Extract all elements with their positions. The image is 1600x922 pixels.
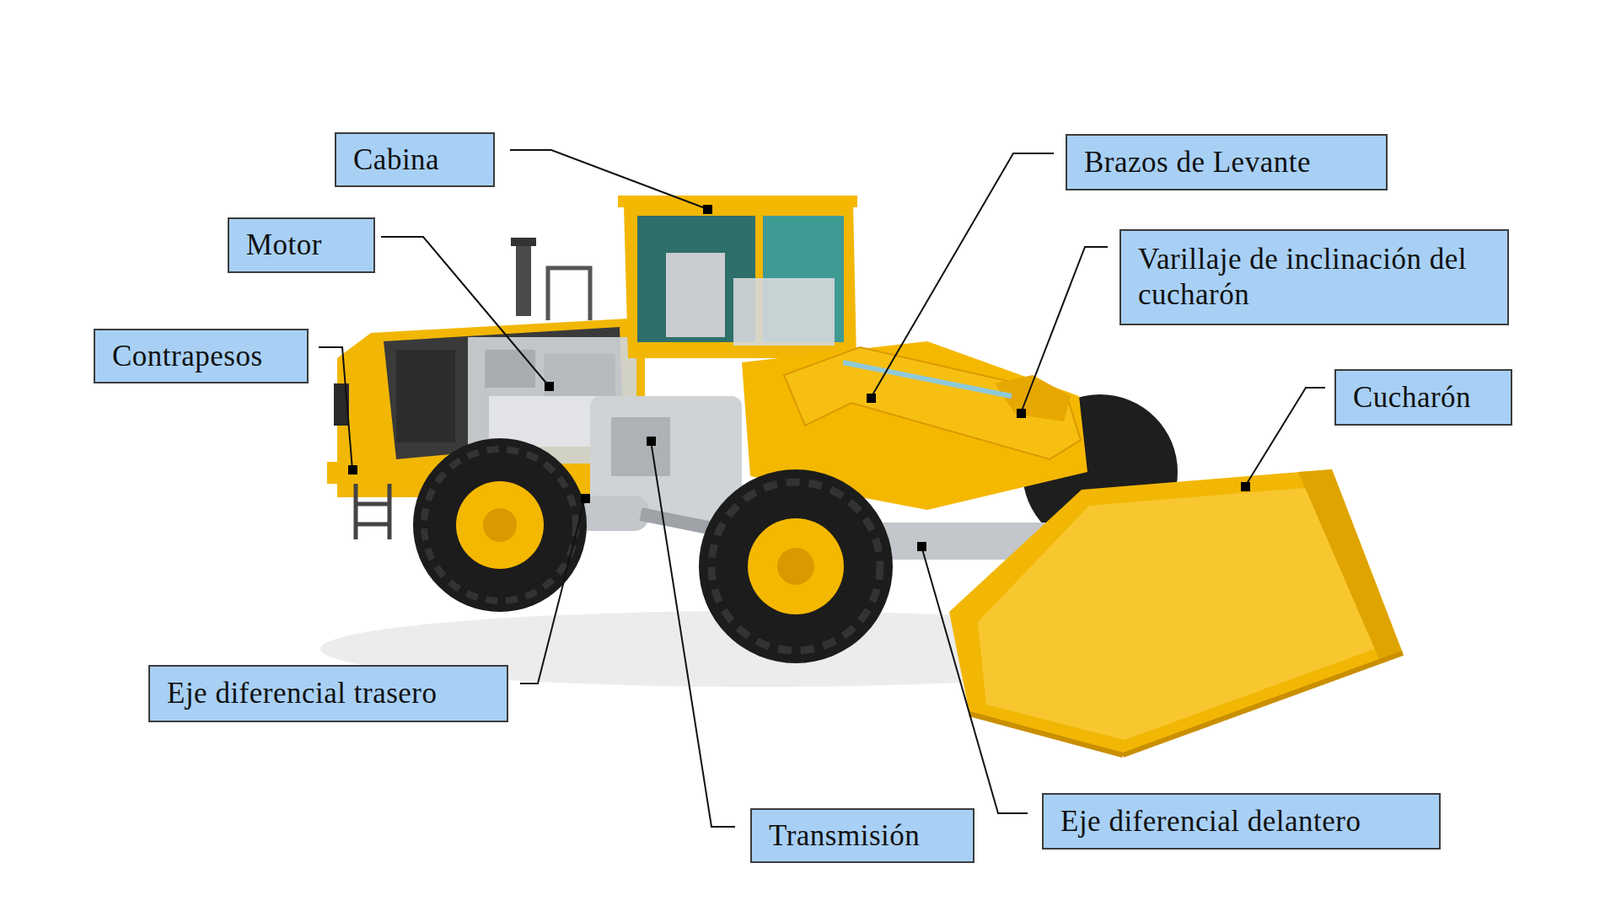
callout-box: Motor [227,217,376,274]
ladder-step [355,522,390,527]
cutting-edge [1122,653,1403,756]
part-label: Cucharón [1353,380,1494,416]
callout-box: Eje diferencial delantero [1041,793,1441,850]
tire-tread [711,482,881,651]
ladder [355,483,390,540]
part-label: Motor [246,227,357,264]
leader-line [381,236,549,387]
ladder-step [355,502,390,507]
leader-marker [580,493,591,504]
lift-arm [783,347,1081,460]
cutting-edge [969,714,1123,756]
callout-box: Cabina [334,132,495,188]
leader-marker [646,436,656,446]
leader-marker [348,465,358,475]
callout-box: Eje diferencial trasero [148,665,509,723]
leader-line [870,153,1054,398]
tilt-cylinder [842,362,1012,397]
leader-line [510,150,708,210]
leader-markers [348,204,1251,552]
leader-marker [1240,482,1251,492]
cab-frame [623,202,857,359]
leader-line [650,440,736,827]
front-tire [698,469,893,664]
callout-box: Transmisión [750,808,975,864]
rear-hub [456,481,544,570]
leader-marker [703,204,713,215]
part-label: Brazos de Levante [1084,144,1370,181]
part-label: Contrapesos [112,338,290,375]
rear-tire [413,438,587,613]
bucket [949,469,1403,756]
part-label: Eje diferencial trasero [166,676,490,712]
part-label: Transmisión [768,818,956,854]
handrail [547,268,591,321]
leader-line [318,347,353,470]
rear-step [327,461,391,484]
leader-marker [866,393,876,403]
leader-marker [544,381,554,392]
callout-box: Brazos de Levante [1065,134,1388,191]
cab-seat [665,252,725,338]
cab-interior [733,278,835,346]
front-hub-center [777,547,815,586]
part-label: Eje diferencial delantero [1060,804,1423,840]
front-hub [747,518,844,615]
ladder-rail [387,483,392,540]
radiator-grille [396,349,456,443]
tire-tread [424,449,576,602]
callout-box: Varillaje de inclinación del cucharón [1119,229,1509,326]
exhaust-cap [510,237,537,247]
ladder-rail [354,483,359,540]
leader-marker [917,542,927,552]
engine-part [484,349,536,388]
part-label: Cabina [353,142,477,178]
part-label: Varillaje de inclinación del cucharón [1138,241,1491,313]
leader-line [520,498,586,684]
exhaust-stack [515,240,532,317]
bucket-floor [977,487,1380,741]
callout-box: Cucharón [1334,369,1513,426]
bucket-side [1298,469,1403,660]
cab-roof [617,195,858,208]
callout-box: Contrapesos [93,328,309,384]
leader-line [1020,246,1108,414]
leader-line [921,546,1028,814]
rear-hub-center [483,508,517,543]
transmission-part [611,417,671,477]
leader-line [1245,387,1326,487]
leader-marker [1016,408,1026,419]
